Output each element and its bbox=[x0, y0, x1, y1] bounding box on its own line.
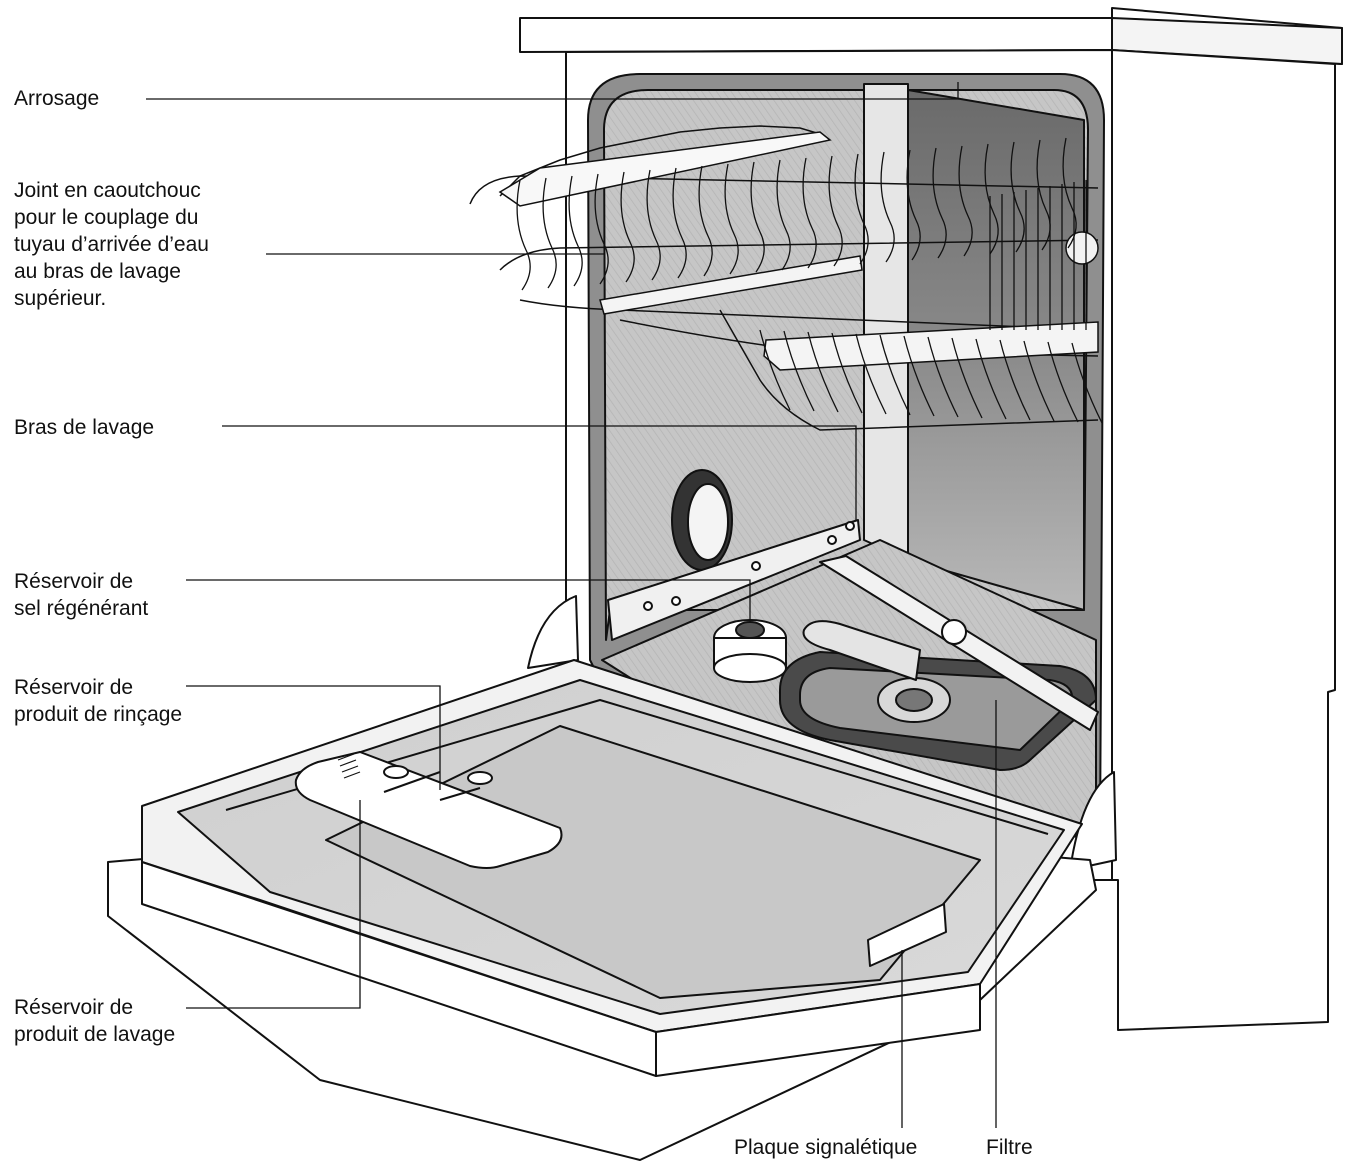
basket-tine bbox=[828, 155, 843, 267]
basket-tine bbox=[927, 336, 959, 418]
label-salt-reservoir: Réservoir de sel régénérant bbox=[14, 570, 149, 620]
leader-lavage bbox=[186, 800, 361, 1009]
basket-tine bbox=[698, 165, 713, 277]
basket-tine bbox=[1036, 139, 1051, 251]
leader-bras bbox=[222, 425, 857, 520]
basket-tine bbox=[903, 335, 935, 417]
label-filter: Filtre bbox=[986, 1136, 1033, 1159]
basket-tine bbox=[880, 151, 895, 263]
door bbox=[107, 595, 1117, 1161]
leader-rincage bbox=[186, 685, 441, 790]
basket-tine bbox=[750, 161, 765, 273]
basket-tine bbox=[568, 175, 583, 287]
label-spray-arm: Bras de lavage bbox=[14, 416, 155, 439]
label-rating-plate: Plaque signalétique bbox=[734, 1136, 918, 1159]
basket-tine bbox=[620, 171, 635, 283]
basket-tine bbox=[516, 179, 531, 291]
basket-tine bbox=[906, 149, 921, 261]
basket-tine bbox=[1047, 341, 1079, 423]
rating-plate bbox=[867, 903, 947, 967]
cabinet-side-panel bbox=[1111, 49, 1336, 1031]
basket-tine bbox=[999, 339, 1031, 421]
basket-tine bbox=[831, 332, 863, 414]
basket-tine bbox=[975, 338, 1007, 420]
basket-tines bbox=[516, 137, 1103, 424]
basket-tine bbox=[594, 173, 609, 285]
label-detergent-reservoir: Réservoir de produit de lavage bbox=[14, 996, 176, 1046]
basket-tine bbox=[984, 143, 999, 255]
basket-tine bbox=[855, 333, 887, 415]
detergent-dispenser bbox=[294, 751, 563, 869]
basket-tine bbox=[932, 147, 947, 259]
label-arrosage: Arrosage bbox=[14, 87, 100, 110]
basket-tine bbox=[958, 145, 973, 257]
basket-tine bbox=[672, 167, 687, 279]
basket-tine bbox=[854, 153, 869, 265]
left-hinge-arm bbox=[527, 595, 579, 669]
right-hinge-arm bbox=[1069, 771, 1117, 871]
basket-tine bbox=[1023, 340, 1055, 422]
basket-tine bbox=[1071, 342, 1103, 424]
basket-tine bbox=[759, 329, 791, 411]
leader-arrosage bbox=[146, 82, 959, 100]
basket-tine bbox=[951, 337, 983, 419]
basket-tine bbox=[783, 330, 815, 412]
lower-spray-arm-hub bbox=[802, 620, 921, 681]
basket-tine bbox=[776, 159, 791, 271]
tub bbox=[587, 73, 1105, 841]
leader-sel bbox=[186, 579, 751, 620]
basket-tine bbox=[807, 331, 839, 413]
label-rubber-joint: Joint en caoutchouc pour le couplage du … bbox=[14, 179, 209, 310]
callout-lines bbox=[146, 82, 997, 1128]
basket-tine bbox=[1010, 141, 1025, 253]
rinse-aid-indicator bbox=[383, 765, 409, 779]
basket-tine bbox=[724, 163, 739, 275]
label-rinse-reservoir: Réservoir de produit de rinçage bbox=[14, 676, 183, 726]
basket-tine bbox=[879, 334, 911, 416]
basket-tine bbox=[542, 177, 557, 289]
basket-tine bbox=[802, 157, 817, 269]
upper-spray-arm bbox=[599, 255, 863, 315]
basket-tine bbox=[646, 169, 661, 281]
